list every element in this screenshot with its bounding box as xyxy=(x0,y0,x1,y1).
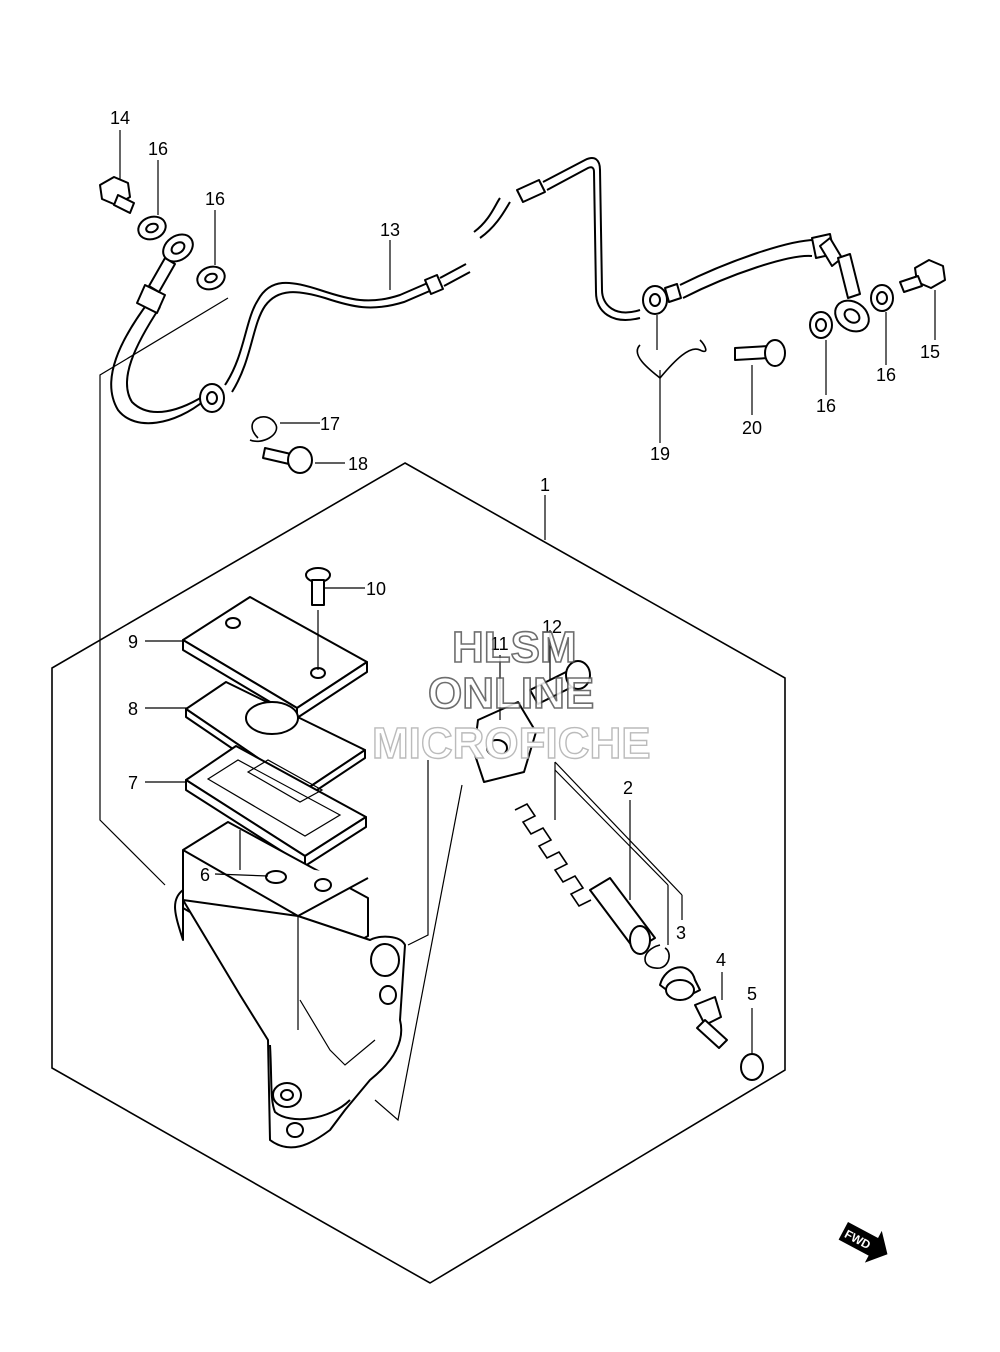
washer-right-2 xyxy=(809,311,833,339)
o-ring-6 xyxy=(265,870,287,884)
spring xyxy=(514,802,592,908)
callout-14: 14 xyxy=(110,108,130,128)
washer-left-2 xyxy=(196,265,226,291)
hose-clamp-19 xyxy=(636,339,707,380)
diaphragm-7 xyxy=(185,745,367,867)
boot xyxy=(659,966,701,1001)
washer-right-1 xyxy=(870,284,894,312)
callout-16-b: 16 xyxy=(205,189,225,209)
callout-16-c: 16 xyxy=(876,365,896,385)
cap-5 xyxy=(740,1053,764,1081)
callout-4: 4 xyxy=(716,950,726,970)
bolt-18 xyxy=(262,446,313,474)
callout-20: 20 xyxy=(742,418,762,438)
callout-3: 3 xyxy=(676,923,686,943)
callout-labels: 14 16 16 13 15 16 16 20 19 17 18 1 10 9 … xyxy=(110,108,940,1004)
pushrod-4 xyxy=(694,996,728,1049)
banjo-bolt-left xyxy=(99,176,135,214)
bolt-20 xyxy=(734,339,786,367)
callout-12: 12 xyxy=(542,617,562,637)
callout-18: 18 xyxy=(348,454,368,474)
brake-hose xyxy=(110,157,870,425)
callout-9: 9 xyxy=(128,632,138,652)
callout-16-d: 16 xyxy=(816,396,836,416)
hose-clamp-17 xyxy=(249,416,278,443)
circlip-3 xyxy=(644,944,670,969)
screw-10 xyxy=(305,567,331,606)
callout-6: 6 xyxy=(200,865,210,885)
piston-2 xyxy=(589,877,656,955)
callout-16-a: 16 xyxy=(148,139,168,159)
callout-10: 10 xyxy=(366,579,386,599)
watermark-line-1: HLSM xyxy=(452,623,577,672)
callout-1: 1 xyxy=(540,475,550,495)
callout-8: 8 xyxy=(128,699,138,719)
banjo-bolt-right xyxy=(899,259,946,293)
callout-19: 19 xyxy=(650,444,670,464)
callout-2: 2 xyxy=(623,778,633,798)
fwd-arrow: FWD xyxy=(838,1222,888,1263)
callout-13: 13 xyxy=(380,220,400,240)
callout-15: 15 xyxy=(920,342,940,362)
callout-17: 17 xyxy=(320,414,340,434)
callout-7: 7 xyxy=(128,773,138,793)
leader-lines xyxy=(99,130,936,1122)
assembly-boundary xyxy=(51,462,786,1284)
callout-5: 5 xyxy=(747,984,757,1004)
pushrod-holder-11 xyxy=(473,701,537,783)
watermark-line-3: MICROFICHE xyxy=(372,719,651,768)
callout-11: 11 xyxy=(490,634,509,654)
watermark: HLSM ONLINE MICROFICHE xyxy=(371,622,651,769)
watermark-line-2: ONLINE xyxy=(428,669,594,718)
bolt-12 xyxy=(529,660,591,705)
washer-left-1 xyxy=(137,215,167,241)
